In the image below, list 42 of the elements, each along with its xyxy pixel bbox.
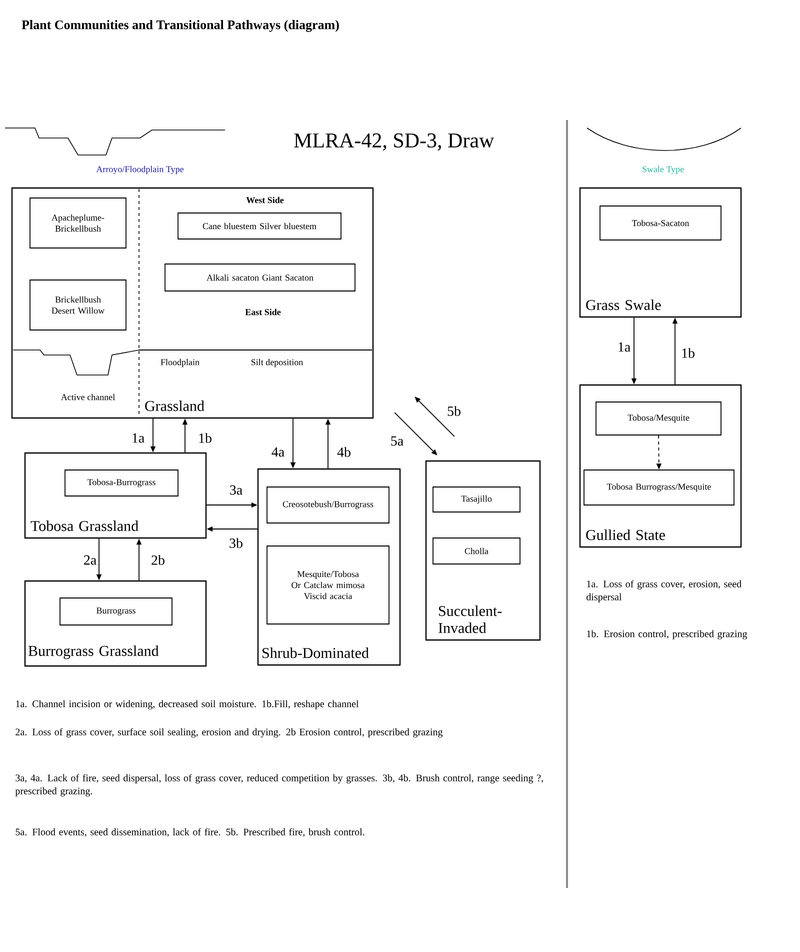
edge-label: 1a xyxy=(616,341,632,353)
note: 5a. Flood events, seed dissemination, lack of fire. 5b. Prescribed fire, brush control. xyxy=(16,828,364,837)
community-box: Apacheplume-Brickellbush xyxy=(30,198,126,248)
community-box: Brickellbush Desert Willow xyxy=(30,280,126,330)
community-box: Tobosa-Burrograss xyxy=(64,470,178,496)
zone-label: Silt deposition xyxy=(251,358,303,368)
community-box: Alkali sacaton Giant Sacaton xyxy=(164,264,356,292)
note: 2a. Loss of grass cover, surface soil sealing, erosion and drying. 2b Erosion control, prescribed grazing xyxy=(16,728,443,738)
community-box: Tasajillo xyxy=(432,486,520,512)
edge-label: 4a xyxy=(270,446,286,458)
arrow xyxy=(414,396,455,437)
edge-label: 2b xyxy=(150,554,166,566)
edge-label: 3b xyxy=(228,537,244,549)
zone-label: East Side xyxy=(245,308,281,316)
edge-label: 2a xyxy=(82,554,98,566)
community-box: Tobosa/Mesquite xyxy=(596,402,722,436)
note: 1a. Loss of grass cover, erosion, seed dispersal xyxy=(586,580,742,602)
community-box: Cholla xyxy=(432,538,520,564)
zone-label: Floodplain xyxy=(160,358,200,368)
community-box: Creosotebush/Burrograss xyxy=(266,486,390,524)
edge-label: 4b xyxy=(336,446,352,458)
type-label: Swale Type xyxy=(642,166,684,174)
zone-label: Active channel xyxy=(60,394,115,400)
heading: MLRA-42, SD-3, Draw xyxy=(294,133,494,151)
community-box: Tobosa-Sacaton xyxy=(600,206,722,240)
zone-label: West Side xyxy=(246,196,284,204)
edge-label: 1b xyxy=(680,347,696,359)
community-box: Tobosa Burrograss/Mesquite xyxy=(584,470,734,506)
type-label: Arroyo/Floodplain Type xyxy=(96,166,184,174)
edge-label: 3a xyxy=(228,484,244,496)
community-box: Cane bluestem Silver bluestem xyxy=(178,212,342,240)
note: 1b. Erosion control, prescribed grazing xyxy=(587,630,748,640)
community-box: Mesquite/Tobosa Or Catclaw mimosa Viscid acacia xyxy=(266,546,390,624)
note: 1a. Channel incision or widening, decreased soil moisture. 1b.Fill, reshape channel xyxy=(16,700,359,710)
note: 3a, 4a. Lack of fire, seed dispersal, loss of grass cover, reduced competition by grasses. 3b, 4b. Brush control, range seeding ?, prescribed grazing. xyxy=(15,774,543,796)
arrow xyxy=(394,412,438,456)
edge-label: 1a xyxy=(130,432,146,444)
edge-label: 1b xyxy=(197,432,213,444)
edge-label: 5a xyxy=(389,435,405,447)
title: Plant Communities and Transitional Pathways (diagram) xyxy=(22,20,339,32)
community-box: Burrograss xyxy=(60,598,172,626)
edge-label: 5b xyxy=(446,405,462,417)
